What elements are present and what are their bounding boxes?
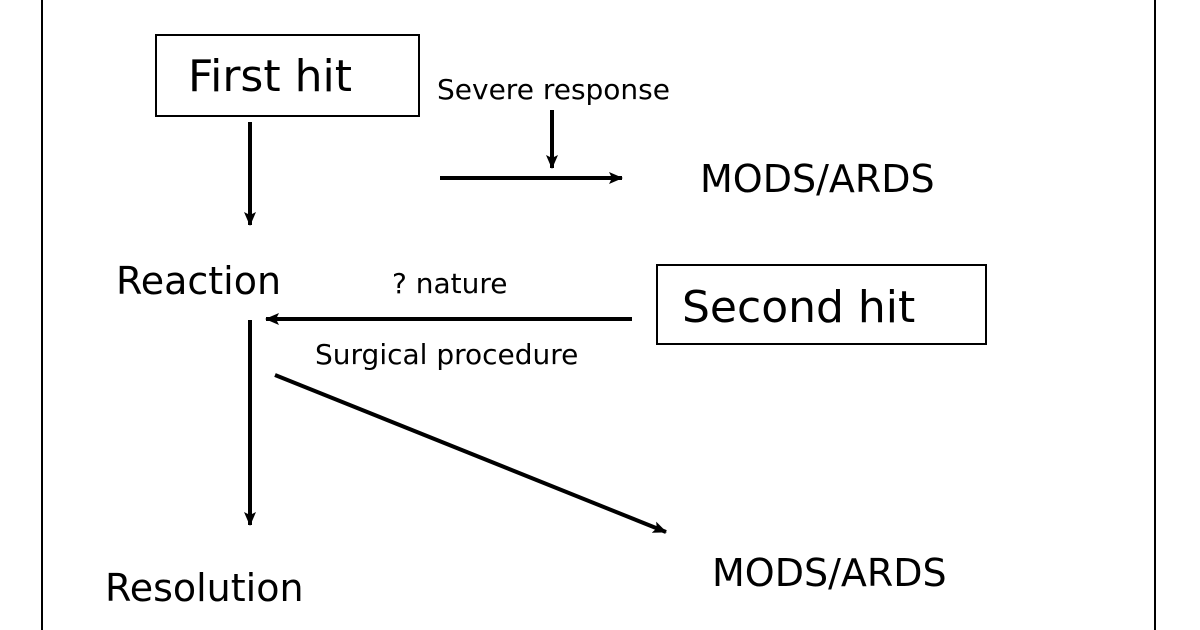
resolution-label: Resolution: [105, 566, 304, 610]
surgical-procedure-label: Surgical procedure: [315, 338, 579, 371]
nature-label: ? nature: [392, 267, 508, 300]
first-hit-label: First hit: [188, 51, 352, 102]
mods-ards-bottom-label: MODS/ARDS: [712, 551, 947, 595]
mods-ards-top-label: MODS/ARDS: [700, 157, 935, 201]
second-hit-label: Second hit: [682, 282, 916, 333]
arrow-reaction-to-mods-ards-bottom: [274, 373, 667, 534]
severe-response-label: Severe response: [437, 73, 670, 106]
first-hit-box: [155, 34, 420, 117]
reaction-label: Reaction: [116, 259, 282, 303]
second-hit-box: [656, 264, 987, 345]
